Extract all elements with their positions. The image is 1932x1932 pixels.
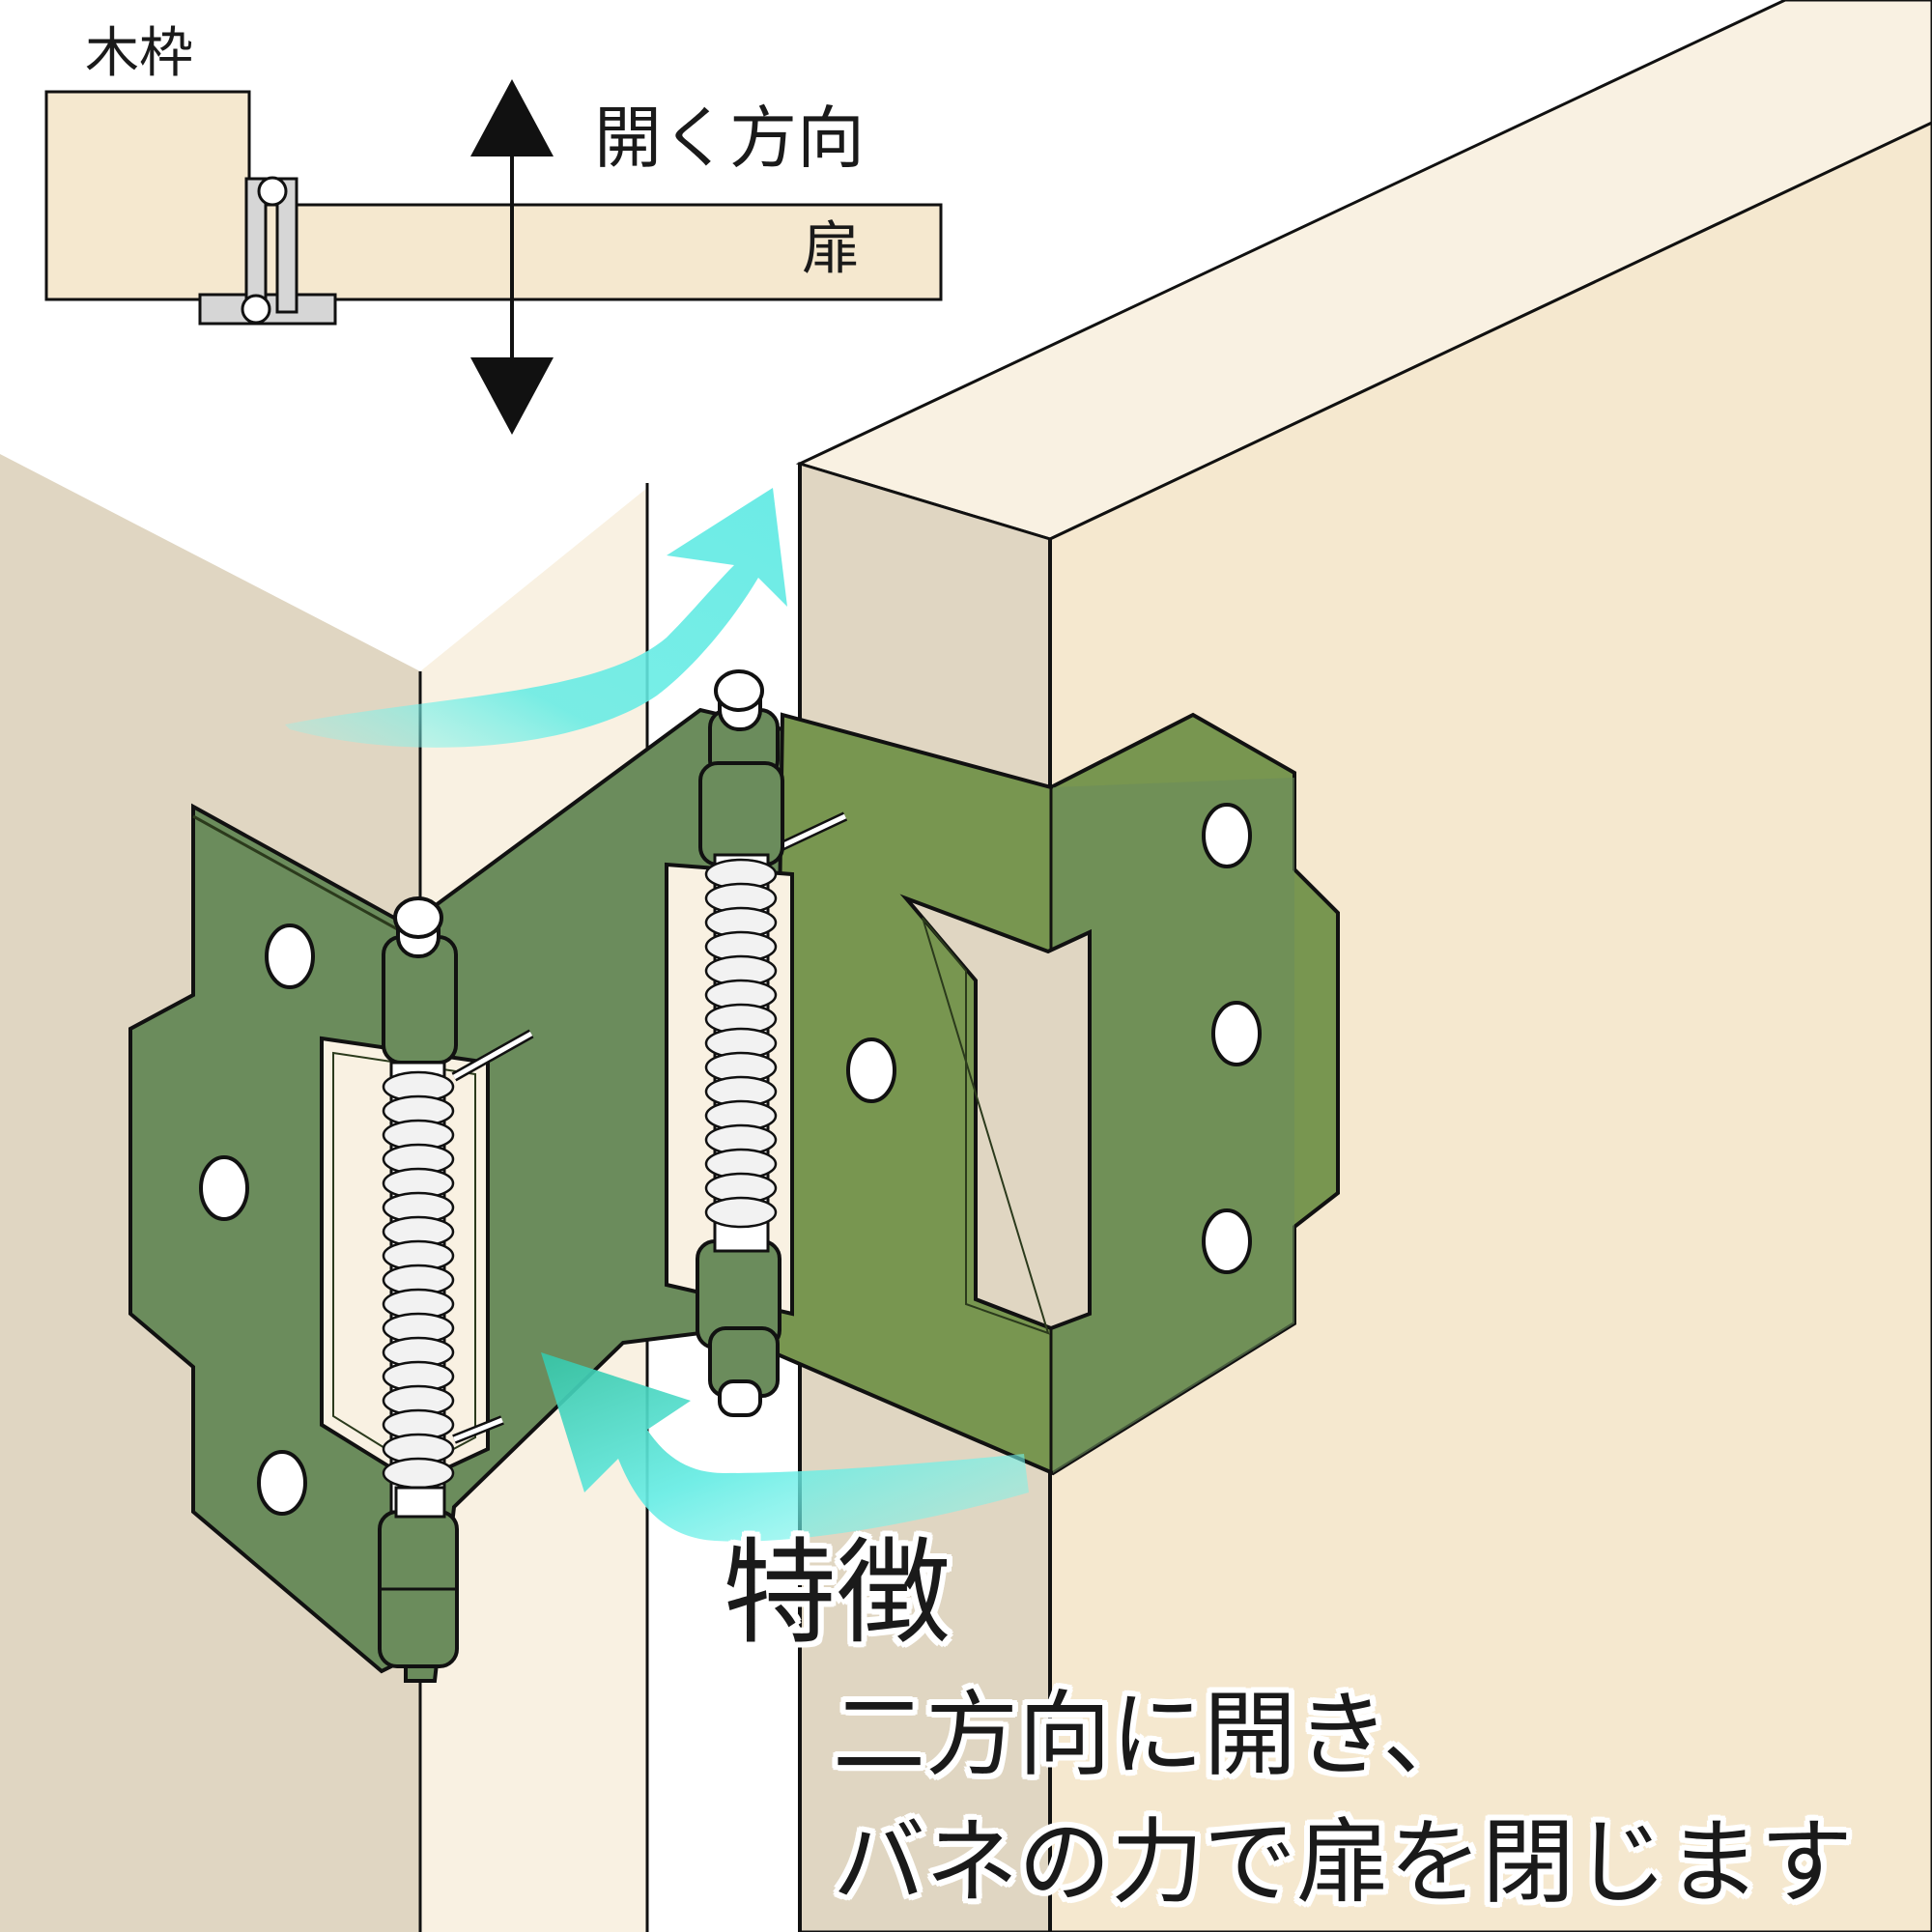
spring-hinge <box>128 669 1340 1683</box>
feature-line-1: 二方向に開き、 <box>833 1681 1476 1789</box>
screw-hole-icon <box>265 923 315 989</box>
right-slot <box>899 894 1092 1331</box>
left-spring-coil <box>382 1070 455 1490</box>
left-pin-cap <box>393 896 443 939</box>
hinge-pin-top <box>257 176 288 207</box>
right-spring-coil <box>704 858 778 1229</box>
screw-hole-icon <box>1202 803 1252 868</box>
door-label: 扉 <box>802 215 860 283</box>
hinge-pin-bottom <box>241 294 271 325</box>
feature-title: 特徴 <box>723 1526 952 1660</box>
open-direction-label: 開く方向 <box>594 99 865 178</box>
hinge-leaf-right <box>275 177 298 314</box>
arrow-down-icon <box>470 357 554 435</box>
frame-block <box>44 90 251 301</box>
feature-line-2: バネの力で扉を閉じます <box>833 1808 1853 1917</box>
closing-arrow-icon <box>541 1352 1029 1542</box>
screw-hole-icon <box>1202 1208 1252 1274</box>
cross-section-inset <box>44 79 943 435</box>
opening-arrow-icon <box>285 488 787 748</box>
screw-hole-icon <box>1211 1001 1262 1066</box>
right-knuckle-upper <box>698 761 784 867</box>
frame-label: 木枠 <box>85 22 193 85</box>
door-block <box>251 203 943 301</box>
screw-hole-icon <box>257 1450 307 1516</box>
right-pin-cap <box>714 669 764 712</box>
screw-hole-icon <box>199 1155 249 1221</box>
screw-hole-icon <box>846 1037 896 1103</box>
arrow-up-icon <box>470 79 554 156</box>
